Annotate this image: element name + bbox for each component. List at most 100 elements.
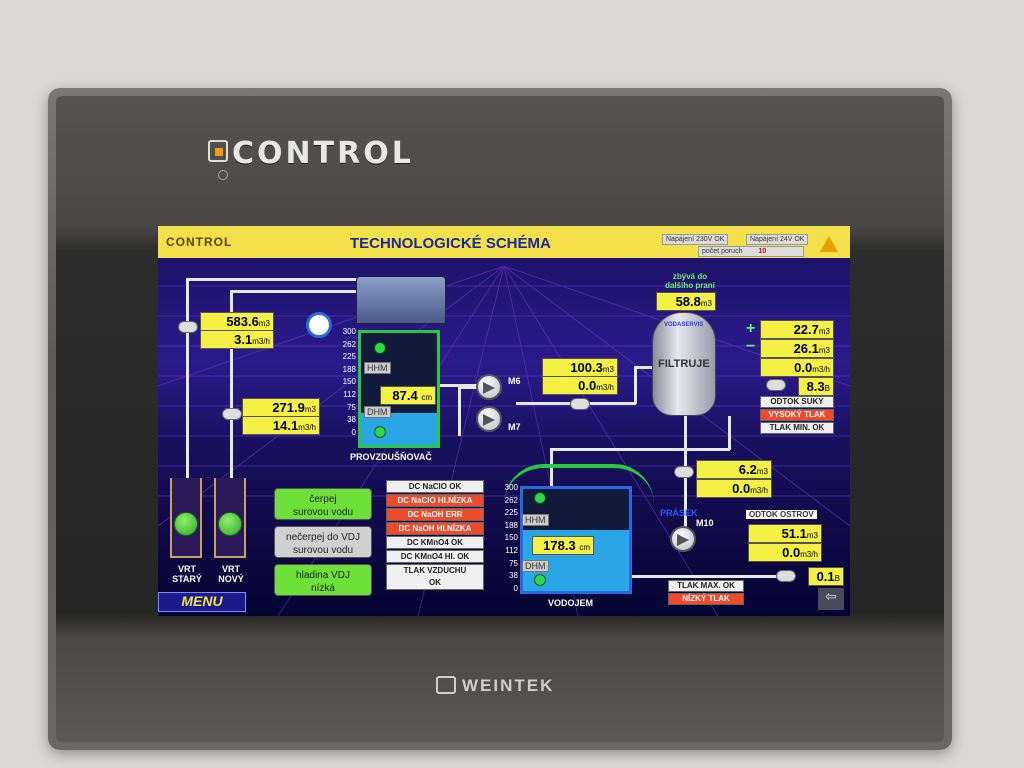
transfer-rate: 0.0 xyxy=(578,378,597,393)
scale-tick: 38 xyxy=(347,415,356,425)
fault-count-label: počet poruch xyxy=(702,248,743,255)
aerator-label: PROVZDUŠŇOVAČ xyxy=(350,452,432,462)
pressure-gauge-icon xyxy=(766,379,786,391)
chemical-status-item: DC NaOH ERR xyxy=(386,508,484,521)
well-flow-top: 583.6 xyxy=(226,314,259,329)
pump-m10-label: M10 xyxy=(696,518,714,528)
pipe xyxy=(550,448,730,451)
pipe xyxy=(634,366,637,404)
scale-tick: 150 xyxy=(504,533,518,543)
scale-tick: 262 xyxy=(504,495,518,505)
pipe xyxy=(186,278,361,281)
status-24v: Napájení 24V OK xyxy=(746,234,809,245)
filter-alarm-item: VYSOKÝ TLAK xyxy=(760,409,834,421)
scale-tick: 225 xyxy=(504,508,518,518)
chemical-status-item: DC KMnO4 OK xyxy=(386,536,484,549)
well-rate-mid: 14.1 xyxy=(272,418,299,433)
filterout-rate: 0.0 xyxy=(732,481,751,496)
outflow-alarm-item: NÍZKÝ TLAK xyxy=(668,593,744,605)
pipe xyxy=(230,290,361,293)
level-low-button[interactable]: hladina VDJ nízká xyxy=(274,564,372,596)
outflow-title: ODTOK OSTROV xyxy=(746,510,817,519)
well-flow-mid: 271.9 xyxy=(272,400,305,415)
pump-m7-icon[interactable] xyxy=(476,406,502,432)
pump-raw-water-button[interactable]: čerpej surovou vodu xyxy=(274,488,372,520)
filter-v2: 26.1 xyxy=(793,341,819,356)
pipe xyxy=(634,366,662,369)
pump-m10-icon[interactable] xyxy=(670,526,696,552)
filter-alarm-item: ODTOK SUKY xyxy=(760,396,834,408)
fault-count-box[interactable]: počet poruch 10 xyxy=(698,246,804,257)
maker-logo-icon xyxy=(436,676,456,694)
filter-v3: 0.0 xyxy=(794,360,813,375)
reservoir-hhm-sensor-icon xyxy=(534,492,546,504)
scale-tick: 300 xyxy=(342,327,356,336)
brand-logo-icon xyxy=(208,140,228,162)
aerator-tank xyxy=(358,330,440,448)
pipe xyxy=(458,386,461,436)
pump-m7-label: M7 xyxy=(508,422,521,432)
aerator-hhm-tag: HHM xyxy=(364,362,391,374)
pipe xyxy=(728,416,731,450)
aerator-head xyxy=(356,276,446,324)
hmi-screen: CONTROL TECHNOLOGICKÉ SCHÉMA Napájení 23… xyxy=(158,226,850,616)
well-old-pump-icon[interactable] xyxy=(174,512,198,536)
no-pump-button[interactable]: nečerpej do VDJ surovou vodu xyxy=(274,526,372,558)
chemical-status-item: DC NaClO HI.NÍZKA xyxy=(386,494,484,507)
reservoir-hhm-tag: HHM xyxy=(522,514,549,526)
scale-tick: 75 xyxy=(347,402,356,412)
scale-tick: 38 xyxy=(509,571,518,581)
reservoir-roof xyxy=(504,464,654,504)
flow-meter-icon xyxy=(776,570,796,582)
aerator-level-value: 87.4 xyxy=(392,388,418,403)
flow-meter-icon xyxy=(178,321,198,333)
filter-remaining-value: 58.8 xyxy=(675,294,701,309)
chemical-status-item: DC NaClO OK xyxy=(386,480,484,493)
filter-v1: 22.7 xyxy=(793,322,819,337)
well-old-label: VRT STARÝ xyxy=(172,564,202,584)
menu-button[interactable]: MENU xyxy=(158,592,246,612)
flow-meter-icon xyxy=(222,408,242,420)
filter-remaining-label: zbývá do dalšího praní xyxy=(665,272,715,290)
pipe xyxy=(186,278,189,478)
back-button[interactable]: ⇦ xyxy=(818,588,844,610)
scale-tick: 112 xyxy=(505,545,518,555)
filter-alarm-item: TLAK MIN. OK xyxy=(760,422,834,434)
filter-state: FILTRUJE xyxy=(658,358,710,370)
transfer-total: 100.3 xyxy=(570,360,603,375)
power-icon xyxy=(218,170,228,180)
scale-tick: 262 xyxy=(342,339,356,349)
chemical-status-item: TLAK VZDUCHU OK xyxy=(386,564,484,590)
warning-icon[interactable] xyxy=(820,236,838,252)
filter-pressure: 8.3 xyxy=(806,379,825,394)
fault-count-value: 10 xyxy=(758,248,767,255)
status-230v: Napájení 230V OK xyxy=(662,234,729,245)
pump-m6-icon[interactable] xyxy=(476,374,502,400)
title-bar: CONTROL TECHNOLOGICKÉ SCHÉMA Napájení 23… xyxy=(158,226,850,258)
well-rate-top: 3.1 xyxy=(234,332,253,347)
reservoir-level-value: 178.3 xyxy=(543,538,576,553)
pipe xyxy=(230,290,233,478)
outflow-rate: 0.0 xyxy=(782,545,801,560)
reservoir-dhm-sensor-icon xyxy=(534,574,546,586)
page-title: TECHNOLOGICKÉ SCHÉMA xyxy=(350,235,551,252)
well-new-pump-icon[interactable] xyxy=(218,512,242,536)
reservoir-label: VODOJEM xyxy=(548,598,594,608)
filter-vendor: VODASERVIS xyxy=(664,322,704,328)
scale-tick: 75 xyxy=(509,558,518,568)
filter-plus: + xyxy=(746,320,756,337)
maker-name: WEINTEK xyxy=(462,676,555,695)
outflow-alarm-item: TLAK MAX. OK xyxy=(668,580,744,592)
flow-meter-icon xyxy=(674,466,694,478)
chemical-status-item: DC KMnO4 HI. OK xyxy=(386,550,484,563)
pipe xyxy=(684,416,687,546)
scale-tick: 188 xyxy=(504,520,518,530)
filter-minus: − xyxy=(746,338,756,355)
pipe xyxy=(628,575,778,578)
blower-icon[interactable] xyxy=(306,312,332,338)
outflow-total: 51.1 xyxy=(781,526,807,541)
scale-tick: 0 xyxy=(513,583,518,593)
outflow-pressure: 0.1 xyxy=(816,569,835,584)
aerator-dhm-sensor-icon xyxy=(374,426,386,438)
